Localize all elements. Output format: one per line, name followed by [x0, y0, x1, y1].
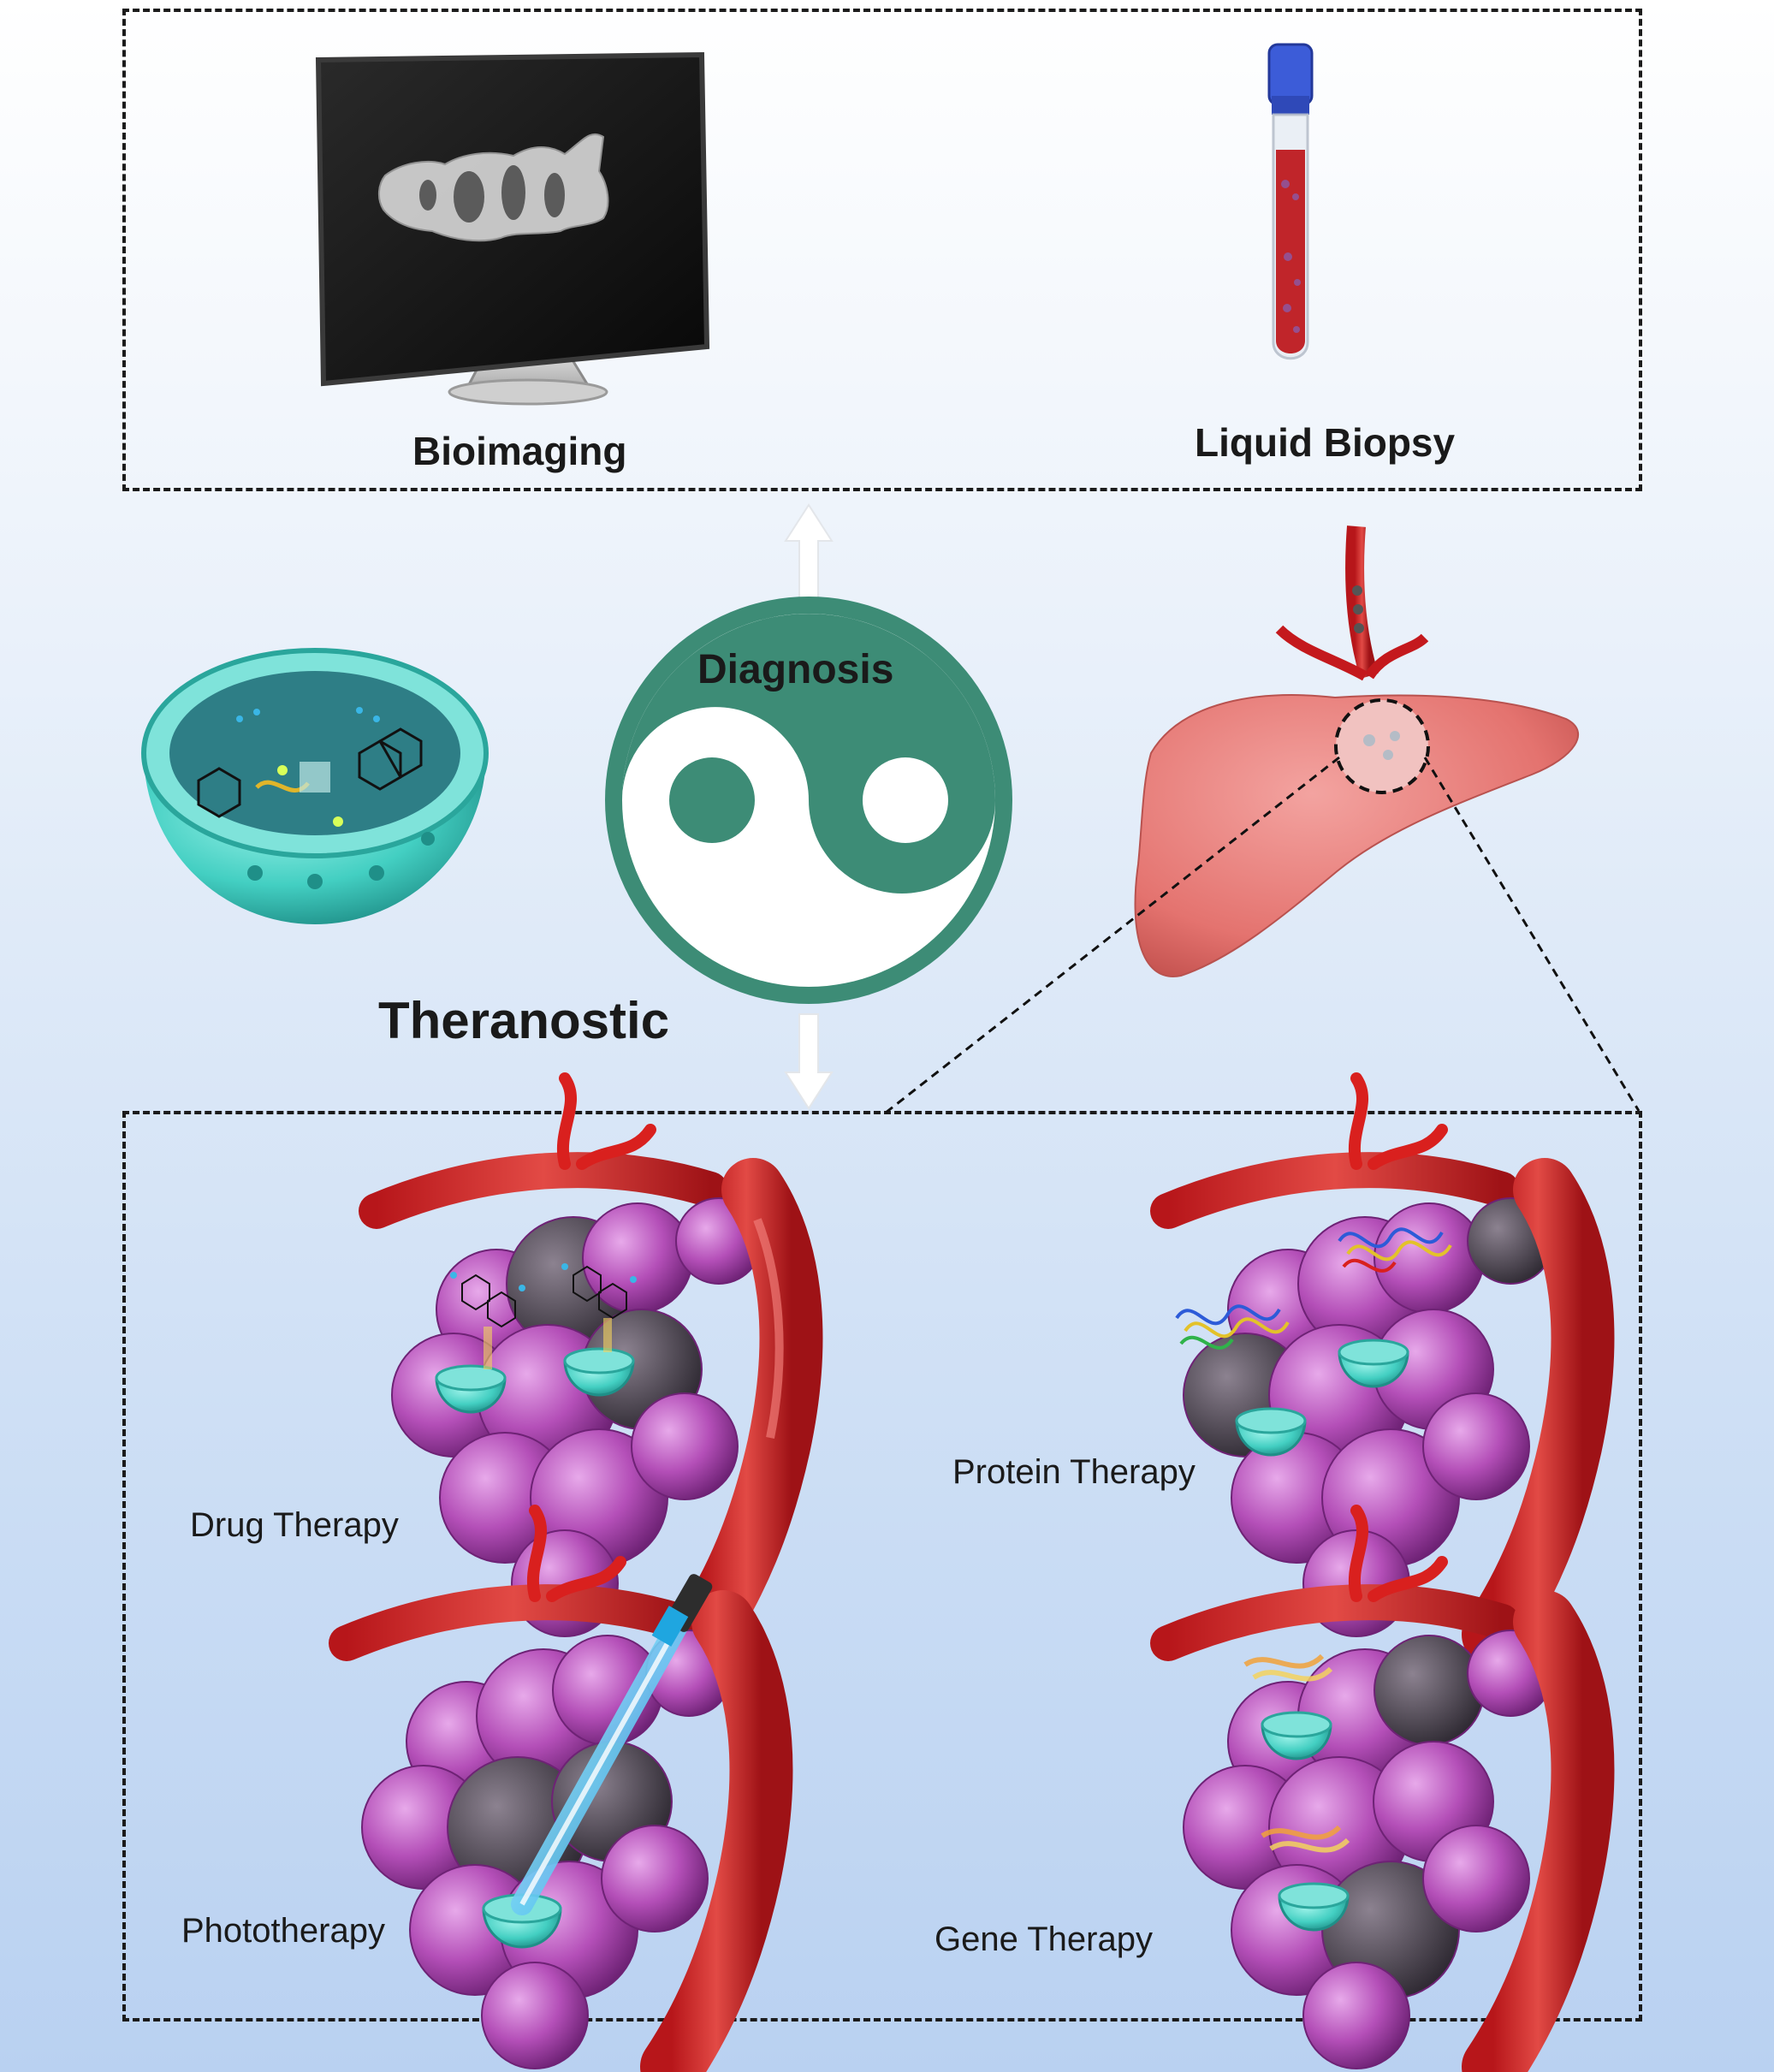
- tumor-scene-gene: [1150, 1505, 1615, 2072]
- monitor-icon: [315, 51, 710, 406]
- diagnosis-label: Diagnosis: [697, 647, 894, 692]
- bioimaging-label: Bioimaging: [412, 429, 627, 473]
- test-tube-icon: [1267, 43, 1314, 360]
- protein-therapy-label: Protein Therapy: [952, 1453, 1196, 1491]
- drug-therapy-label: Drug Therapy: [190, 1506, 399, 1544]
- therapy-panel: [122, 1111, 1642, 2022]
- gene-therapy-label: Gene Therapy: [934, 1921, 1153, 1958]
- down-arrow-icon: [784, 1013, 834, 1110]
- tumor-scene-protein: [1150, 1072, 1615, 1666]
- zoom-connector-lines: [885, 756, 1641, 1114]
- nanoparticle-sphere-icon: [141, 648, 489, 924]
- tumor-scene-photo: [329, 1505, 793, 2072]
- liquid-biopsy-label: Liquid Biopsy: [1195, 420, 1456, 465]
- drug-nanoparticles: [435, 1263, 637, 1414]
- treatment-label: Treatment: [723, 894, 920, 939]
- laser-pen-icon: [651, 1574, 713, 1647]
- liver-icon: [1134, 525, 1580, 977]
- theranostic-label: Theranostic: [378, 992, 670, 1049]
- diagnosis-panel: [122, 9, 1642, 491]
- tumor-scene-drug: [359, 1072, 823, 1666]
- phototherapy-label: Phototherapy: [181, 1912, 385, 1950]
- up-arrow-icon: [784, 503, 834, 600]
- yin-yang-icon: [605, 597, 1012, 1004]
